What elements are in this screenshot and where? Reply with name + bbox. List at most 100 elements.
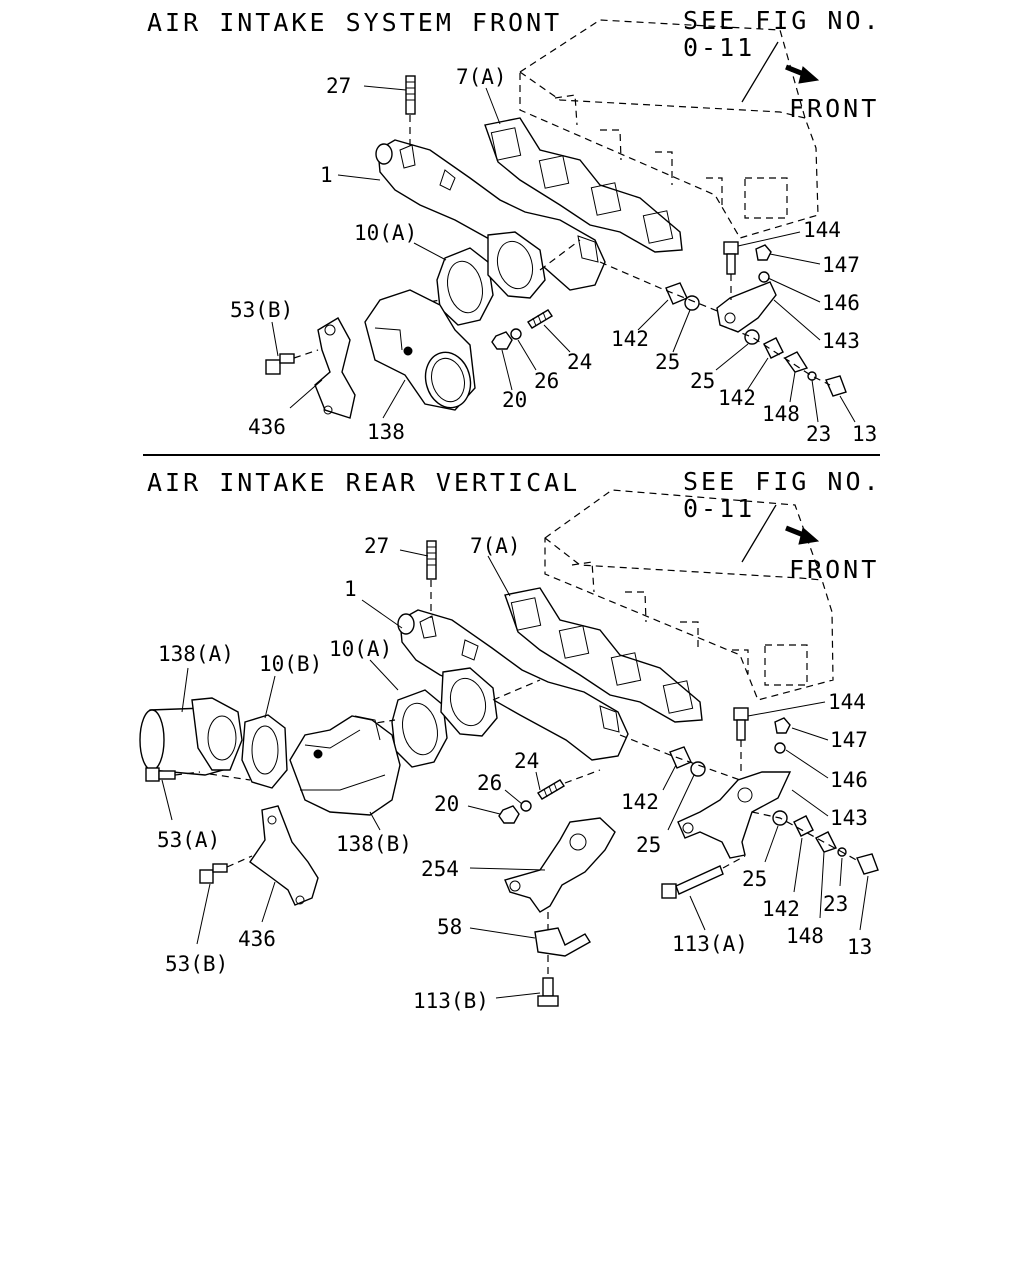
nut-20	[498, 805, 520, 824]
label-146-top: 146	[822, 291, 860, 315]
label-142-bottom-right: 142	[762, 897, 800, 921]
label-23-top: 23	[806, 422, 831, 446]
label-146-bottom: 146	[830, 768, 868, 792]
section-front: AIR INTAKE SYSTEM FRONT SEE FIG NO. 0-11…	[147, 6, 879, 446]
label-148-bottom: 148	[786, 924, 824, 948]
intake-manifold-1	[375, 139, 606, 291]
washer-26	[520, 800, 532, 812]
label-27-bottom: 27	[364, 534, 389, 558]
see-fig-line1-rear: SEE FIG NO.	[683, 467, 882, 496]
mount-58	[534, 927, 591, 982]
pipe-138a	[139, 697, 251, 781]
section-rear-vertical: AIR INTAKE REAR VERTICAL SEE FIG NO. 0-1…	[139, 467, 882, 1013]
leader-lines-bottom	[161, 549, 869, 999]
gasket-10a	[394, 231, 581, 326]
bolt-13	[856, 853, 879, 875]
see-fig-line2-rear: 0-11	[683, 494, 755, 523]
label-144-top: 144	[803, 218, 841, 242]
label-254-bottom: 254	[421, 857, 459, 881]
bushing-142-top	[665, 282, 688, 305]
front-arrow-icon	[785, 64, 820, 84]
label-113b-bottom: 113(B)	[413, 989, 489, 1013]
collar-148	[815, 831, 837, 853]
intake-manifold-1	[397, 609, 629, 761]
gasket-10a	[329, 667, 541, 768]
intake-elbow-138	[364, 289, 476, 411]
label-25-bottom-right: 25	[742, 867, 767, 891]
label-10a-bottom: 10(A)	[329, 637, 392, 661]
label-143-bottom: 143	[830, 806, 868, 830]
label-142-top-left: 142	[611, 327, 649, 351]
bolt-13	[825, 375, 847, 397]
label-53b-bottom: 53(B)	[165, 952, 228, 976]
label-436-top: 436	[248, 415, 286, 439]
label-24-bottom: 24	[514, 749, 539, 773]
bolt-53b	[199, 855, 253, 884]
bushing-142-top	[669, 746, 692, 769]
stud-24	[537, 779, 565, 800]
bracket-143	[716, 281, 777, 333]
bolt-144	[733, 707, 749, 775]
label-138a-bottom: 138(A)	[158, 642, 234, 666]
collar-148	[783, 351, 809, 373]
label-25-bottom-left: 25	[636, 833, 661, 857]
label-147-bottom: 147	[830, 728, 868, 752]
label-24-top: 24	[567, 350, 592, 374]
label-113a-bottom: 113(A)	[672, 932, 748, 956]
label-27-top: 27	[326, 74, 351, 98]
label-1-top: 1	[320, 163, 333, 187]
label-53a-bottom: 53(A)	[157, 828, 220, 852]
label-138-top: 138	[367, 420, 405, 444]
stud-24	[527, 309, 553, 329]
label-13-bottom: 13	[847, 935, 872, 959]
bolt-113a	[661, 855, 746, 899]
gasket-10b	[241, 714, 288, 789]
label-20-bottom: 20	[434, 792, 459, 816]
manifold-gasket-7a	[504, 587, 703, 723]
front-label-bottom: FRONT	[789, 555, 879, 584]
bracket-436	[314, 317, 356, 419]
label-53b-top: 53(B)	[230, 298, 293, 322]
label-144-bottom: 144	[828, 690, 866, 714]
label-23-bottom: 23	[823, 892, 848, 916]
label-1-bottom: 1	[344, 577, 357, 601]
label-10a-top: 10(A)	[354, 221, 417, 245]
label-20-top: 20	[502, 388, 527, 412]
label-26-bottom: 26	[477, 771, 502, 795]
bolt-53a	[145, 767, 201, 782]
label-58-bottom: 58	[437, 915, 462, 939]
bolt-53b	[265, 349, 319, 375]
label-7a-top: 7(A)	[456, 65, 507, 89]
label-436-bottom: 436	[238, 927, 276, 951]
washer-26	[510, 328, 522, 340]
washer-146	[774, 742, 786, 754]
bushing-142-right	[793, 815, 814, 837]
nut-20	[491, 331, 513, 350]
washer-25-right	[744, 329, 760, 345]
label-142-bottom-left: 142	[621, 790, 659, 814]
stud-27	[405, 75, 416, 148]
see-fig-line2-front: 0-11	[683, 33, 755, 62]
bolt-113b	[537, 977, 559, 1007]
washer-25-top	[684, 295, 700, 311]
washer-25-top	[690, 761, 706, 777]
label-148-top: 148	[762, 402, 800, 426]
engine-block-reference	[544, 489, 834, 701]
engine-block-reference	[519, 19, 819, 239]
nut-147	[774, 717, 791, 734]
label-13-top: 13	[852, 422, 877, 446]
bracket-254	[504, 817, 616, 935]
front-label-top: FRONT	[789, 94, 879, 123]
label-143-top: 143	[822, 329, 860, 353]
nut-147	[755, 244, 772, 261]
label-138b-bottom: 138(B)	[336, 832, 412, 856]
leader-lines-top	[271, 85, 856, 423]
washer-146	[758, 271, 770, 283]
label-10b-bottom: 10(B)	[259, 652, 322, 676]
label-25-top-left: 25	[655, 350, 680, 374]
manifold-gasket-7a	[484, 117, 683, 253]
stud-27	[426, 540, 437, 618]
bracket-436	[249, 805, 319, 906]
label-142-top-right: 142	[718, 386, 756, 410]
